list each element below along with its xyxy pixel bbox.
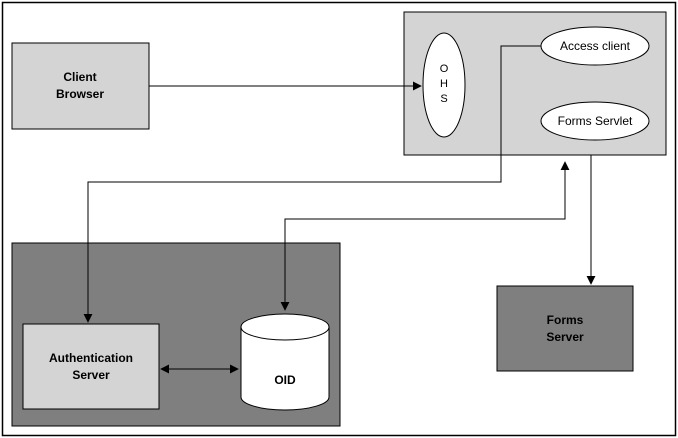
forms-server-label-line1: Forms [547,313,584,327]
client-browser-label-line2: Browser [56,87,104,101]
ohs-node: O H S [422,32,466,138]
oid-label: OID [274,373,296,387]
forms-server-node: Forms Server [496,285,634,372]
client-browser-label-line1: Client [63,70,96,84]
ohs-letter-o: O [440,63,449,75]
authentication-server-label-line1: Authentication [49,351,133,365]
authentication-server-label-line2: Server [72,368,110,382]
access-client-label: Access client [560,39,631,53]
arrow-oid-forms-servlet-link [280,161,570,311]
client-browser-node: Client Browser [11,42,150,130]
forms-server-label-line2: Server [546,330,584,344]
access-client-node: Access client [540,26,650,66]
ohs-letter-s: S [440,93,447,105]
forms-servlet-node: Forms Servlet [540,101,650,141]
forms-servlet-label: Forms Servlet [558,114,633,128]
authentication-server-node: Authentication Server [22,323,160,410]
ohs-letter-h: H [440,78,448,90]
oid-database-node: OID [240,313,330,411]
